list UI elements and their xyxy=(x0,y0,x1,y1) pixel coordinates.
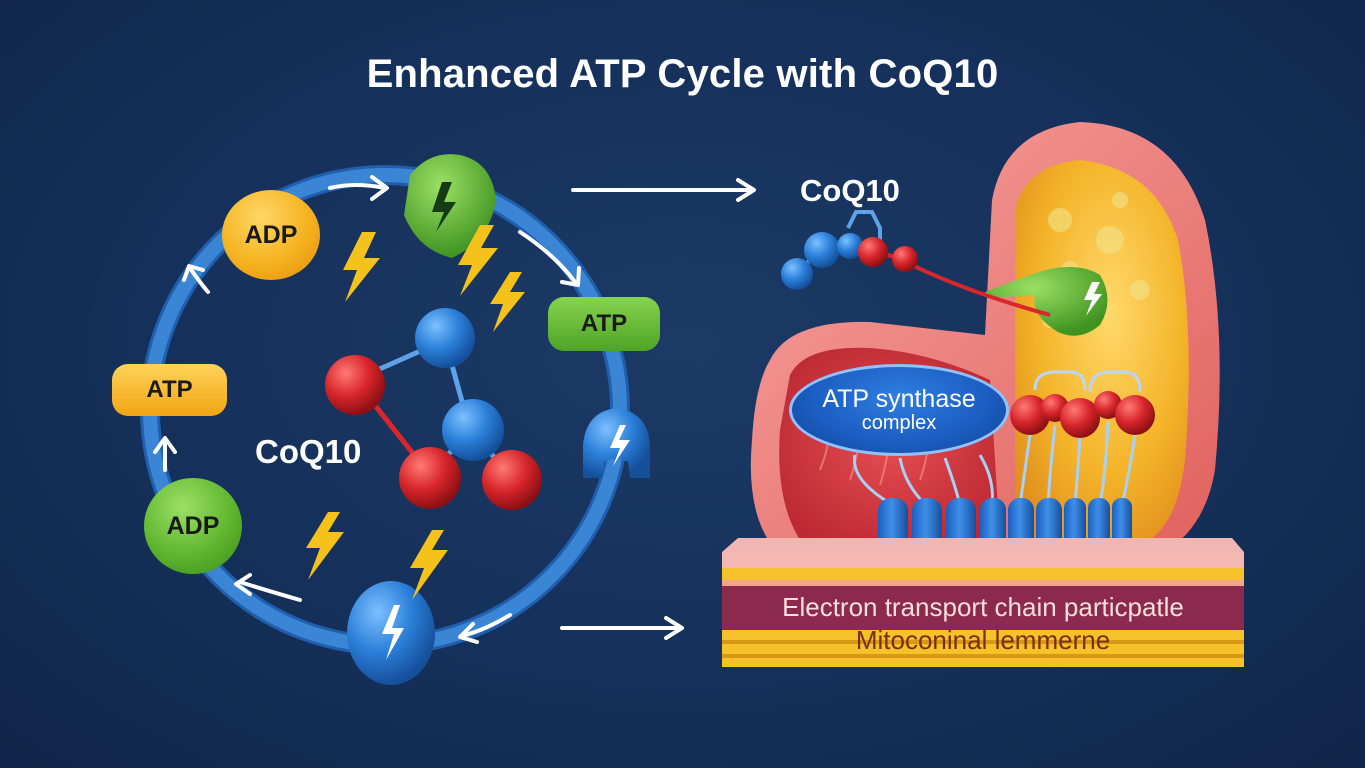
coq10-molecule-small xyxy=(781,210,1051,317)
adp-node-top: ADP xyxy=(222,190,320,280)
energy-node-bottom xyxy=(347,581,435,685)
atp-node-left-label: ATP xyxy=(146,376,193,403)
lightning-bolts xyxy=(306,225,525,600)
membrane-label-1: Electron transport chain particpatle xyxy=(782,592,1184,622)
membrane-slab xyxy=(722,538,1244,667)
cycle-arrows xyxy=(153,175,581,644)
membrane-label-2: Mitoconinal lemmerne xyxy=(855,625,1111,655)
atp-node-left: ATP xyxy=(112,364,227,416)
coq10-center-label: CoQ10 xyxy=(255,433,362,470)
atp-node-right: ATP xyxy=(548,297,660,351)
coq10-mito-label: CoQ10 xyxy=(800,173,900,208)
synthase-label-line1: ATP synthase xyxy=(822,385,976,414)
energy-node-right xyxy=(583,408,650,478)
green-energy-capsule xyxy=(985,266,1108,336)
flow-arrows xyxy=(560,178,756,640)
energy-node-top xyxy=(404,154,496,258)
adp-node-bottom-label: ADP xyxy=(166,511,220,540)
diagram-title: Enhanced ATP Cycle with CoQ10 xyxy=(366,52,999,96)
red-molecule-cluster xyxy=(1010,370,1155,438)
adp-node-bottom: ADP xyxy=(144,478,242,574)
adp-node-top-label: ADP xyxy=(244,220,298,249)
atp-node-right-label: ATP xyxy=(580,310,628,337)
synthase-label-line2: complex xyxy=(861,411,937,434)
membrane-proteins xyxy=(878,498,1132,550)
atp-synthase-complex: ATP synthase complex xyxy=(789,364,1009,456)
coq10-molecule-center xyxy=(325,308,542,510)
